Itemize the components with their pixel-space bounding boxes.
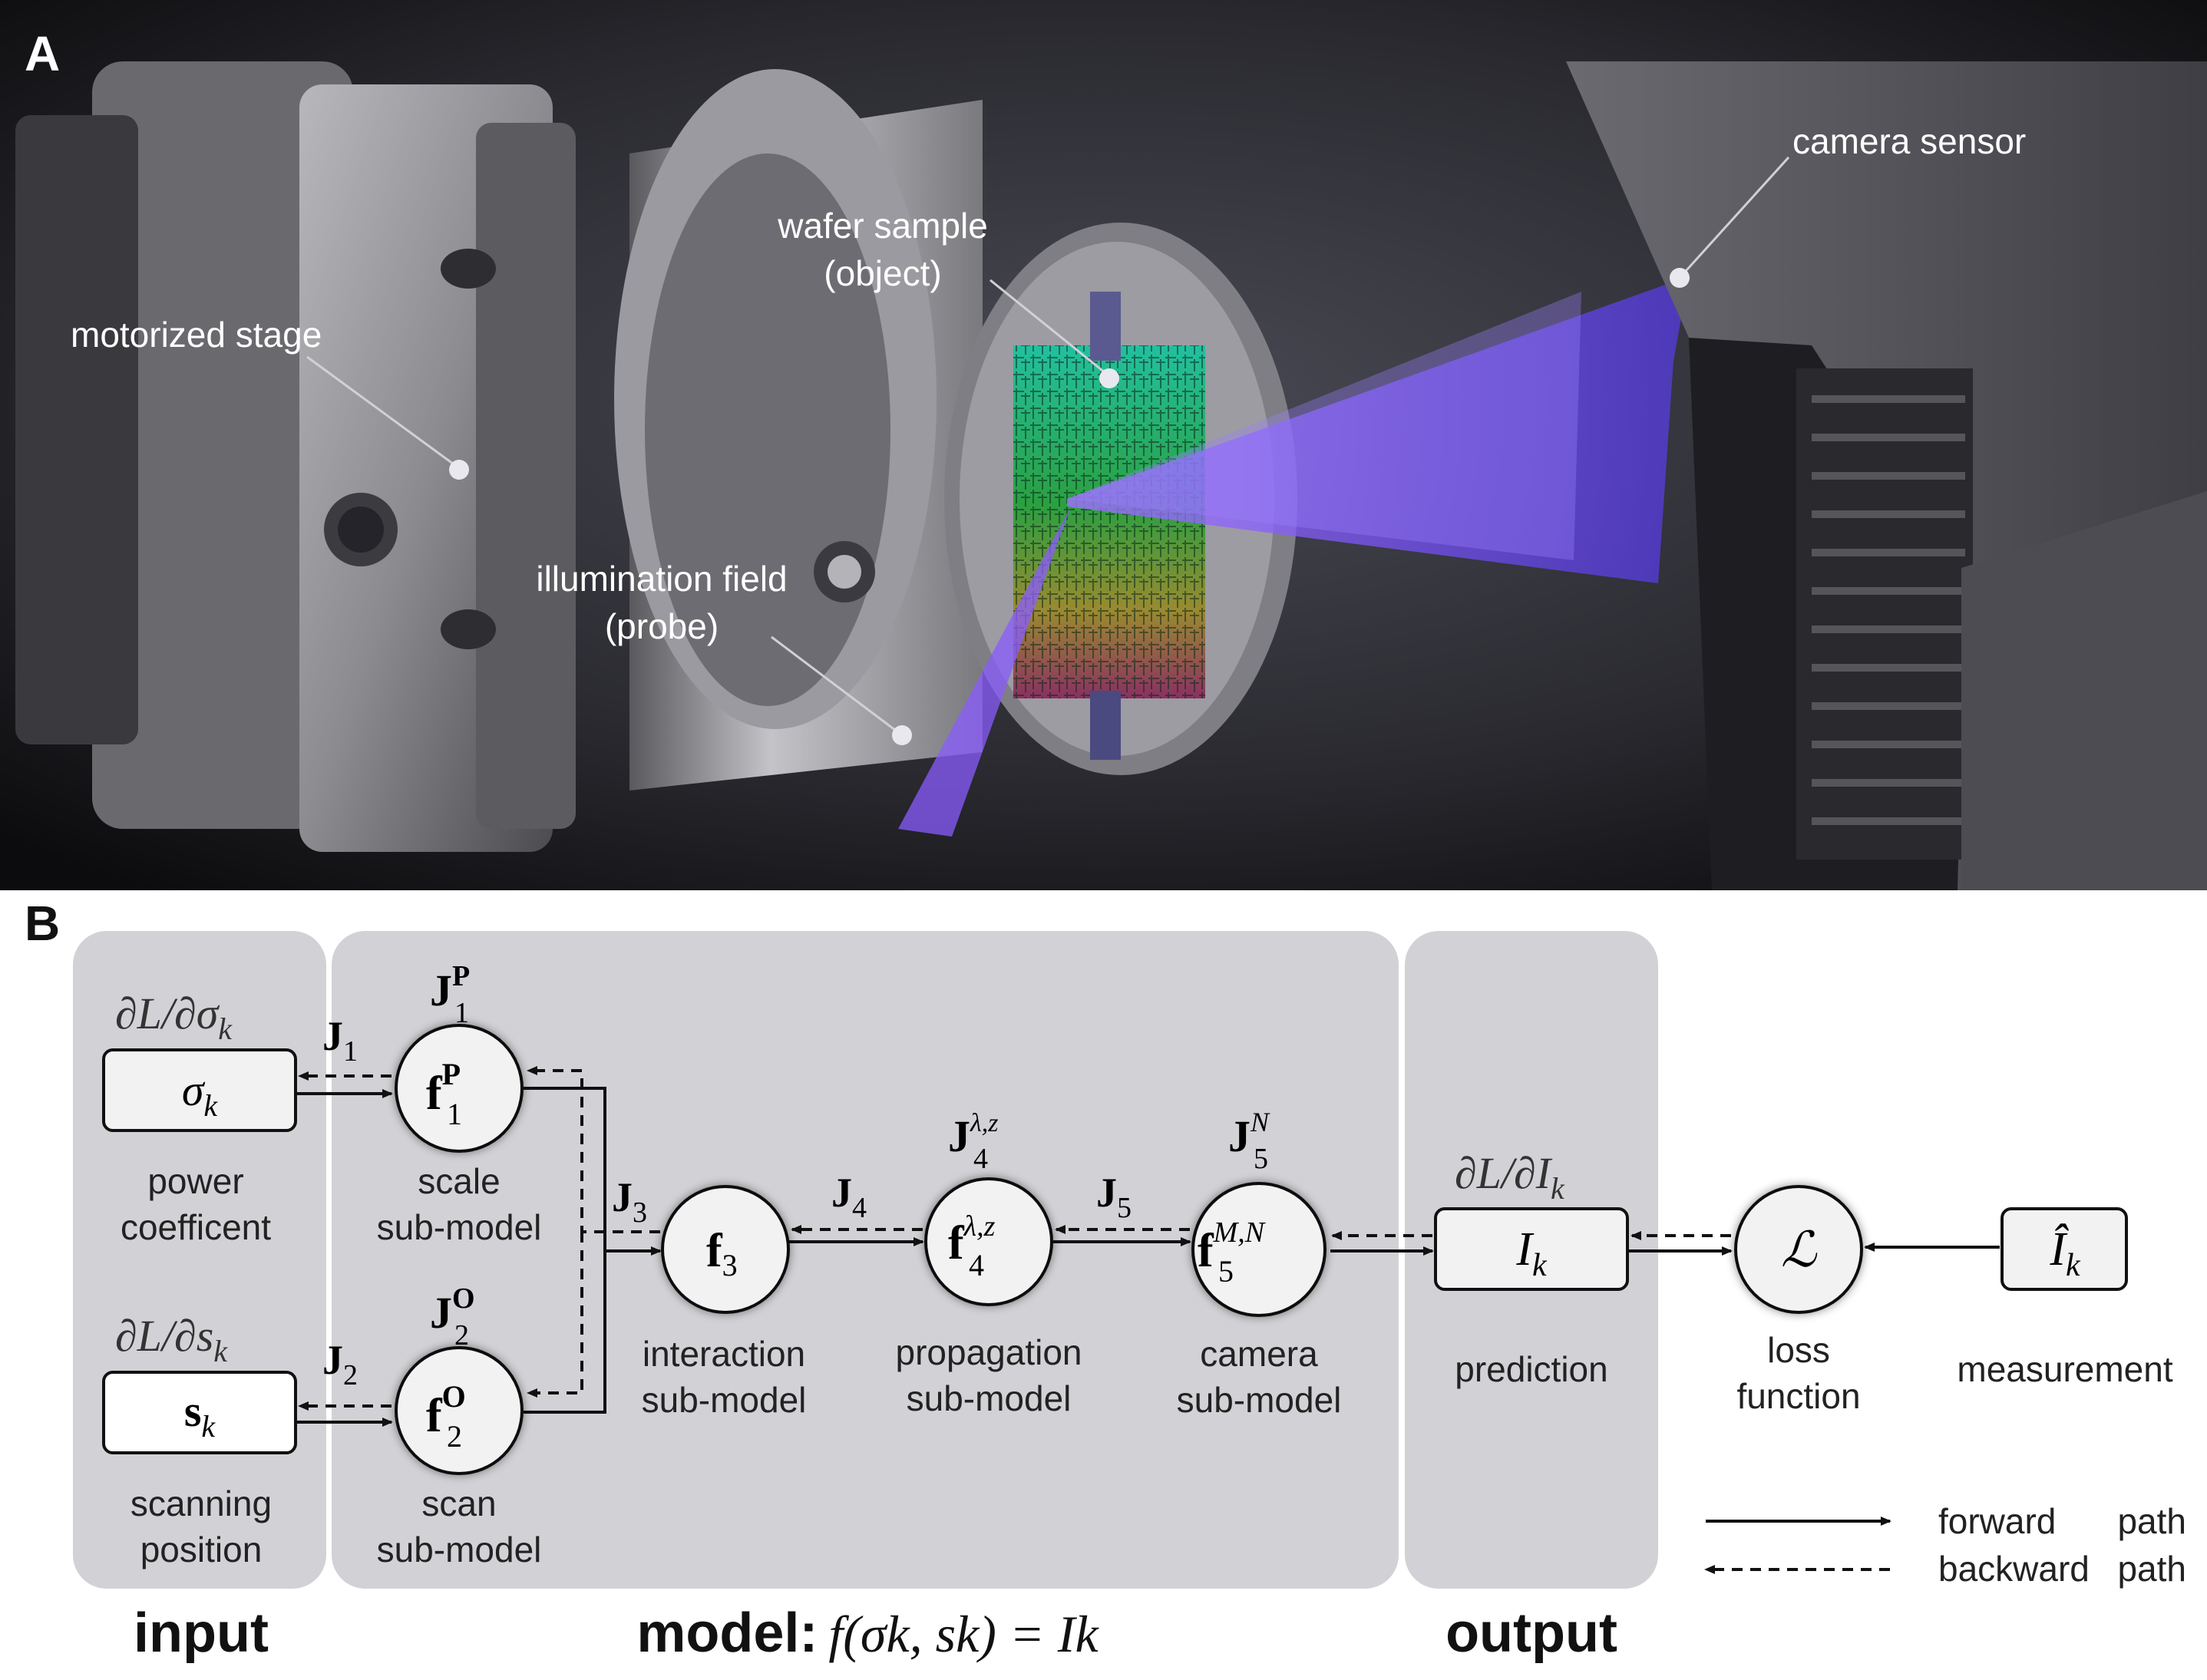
legend-backward-label-2: path [2117,1549,2186,1589]
forward-edges [297,1087,2000,1427]
panel-b: B [25,896,2186,1664]
box-s [102,1371,297,1454]
legend-forward-label-2: path [2117,1501,2186,1541]
node-f3-symbol: f3 [706,1225,738,1282]
caption-f2-2: sub-model [377,1530,542,1569]
caption-f3-2: sub-model [642,1380,807,1420]
caption-f5-2: sub-model [1177,1380,1342,1420]
label-wafer-object: (object) [824,253,941,293]
group-label-model: model:f(σk, sk) = Ik [636,1602,1099,1664]
beam-illustration [898,276,1689,837]
group-label-output: output [1445,1602,1617,1664]
box-I [1434,1207,1629,1291]
caption-f5-1: camera [1200,1334,1318,1374]
node-loss-symbol: ℒ [1781,1223,1818,1277]
label-illumination-field: illumination field [536,559,787,599]
caption-loss-1: loss [1767,1330,1830,1370]
node-f4 [924,1177,1053,1306]
group-model-bg [332,931,1399,1589]
label-illumination-probe: (probe) [605,606,719,646]
caption-f4-2: sub-model [907,1378,1072,1418]
box-sigma [102,1048,297,1132]
grad-I: ∂L/∂Ik [1455,1148,1565,1206]
panel-a-letter: A [25,26,60,81]
caption-f2-1: scan [421,1484,496,1523]
backward-edges [298,1066,1731,1411]
caption-s-2: position [140,1530,263,1569]
grad-sigma: ∂L/∂σk [115,989,233,1046]
camera-illustration [1566,61,2207,890]
legend: forward path backward path [1704,1501,2186,1589]
caption-loss-2: function [1736,1376,1860,1416]
cylinder-mount-illustration [614,69,983,790]
box-I-symbol: Ik [1515,1223,1548,1283]
group-label-input: input [134,1602,269,1664]
label-wafer-sample: wafer sample [777,206,988,246]
caption-measurement: measurement [1957,1349,2172,1389]
box-sigma-symbol: σk [182,1065,219,1123]
node-loss [1734,1185,1863,1314]
grad-s: ∂L/∂sk [115,1311,228,1368]
legend-forward-label-1: forward [1938,1501,2056,1541]
edge-j1: J1 [322,1013,358,1068]
caption-f4-1: propagation [896,1332,1082,1372]
caption-prediction: prediction [1455,1349,1607,1389]
caption-sigma-2: coefficent [121,1207,271,1247]
panel-b-letter: B [25,896,60,951]
box-Ihat [2001,1207,2128,1291]
caption-s-1: scanning [131,1484,272,1523]
box-s-symbol: sk [184,1386,216,1444]
panel-a: A camera sensor wafer sample (object) mo… [0,0,2207,890]
motorized-stage-illustration [15,61,576,852]
label-camera-sensor: camera sensor [1792,121,2026,161]
legend-backward-label-1: backward [1938,1549,2090,1589]
edge-j2: J2 [322,1337,358,1391]
node-f5 [1191,1182,1327,1317]
edge-j3: J3 [612,1174,647,1229]
node-f1 [395,1024,524,1153]
caption-f1-1: scale [418,1161,500,1201]
edge-j4: J4 [831,1170,867,1224]
caption-sigma-1: power [147,1161,243,1201]
node-f2 [395,1346,524,1475]
callout-dots [449,268,1690,745]
caption-f3-1: interaction [643,1334,805,1374]
label-motorized-stage: motorized stage [71,315,322,355]
callouts [306,156,1790,737]
node-f3 [661,1185,790,1314]
caption-f1-2: sub-model [377,1207,542,1247]
edge-j5: J5 [1096,1170,1132,1224]
